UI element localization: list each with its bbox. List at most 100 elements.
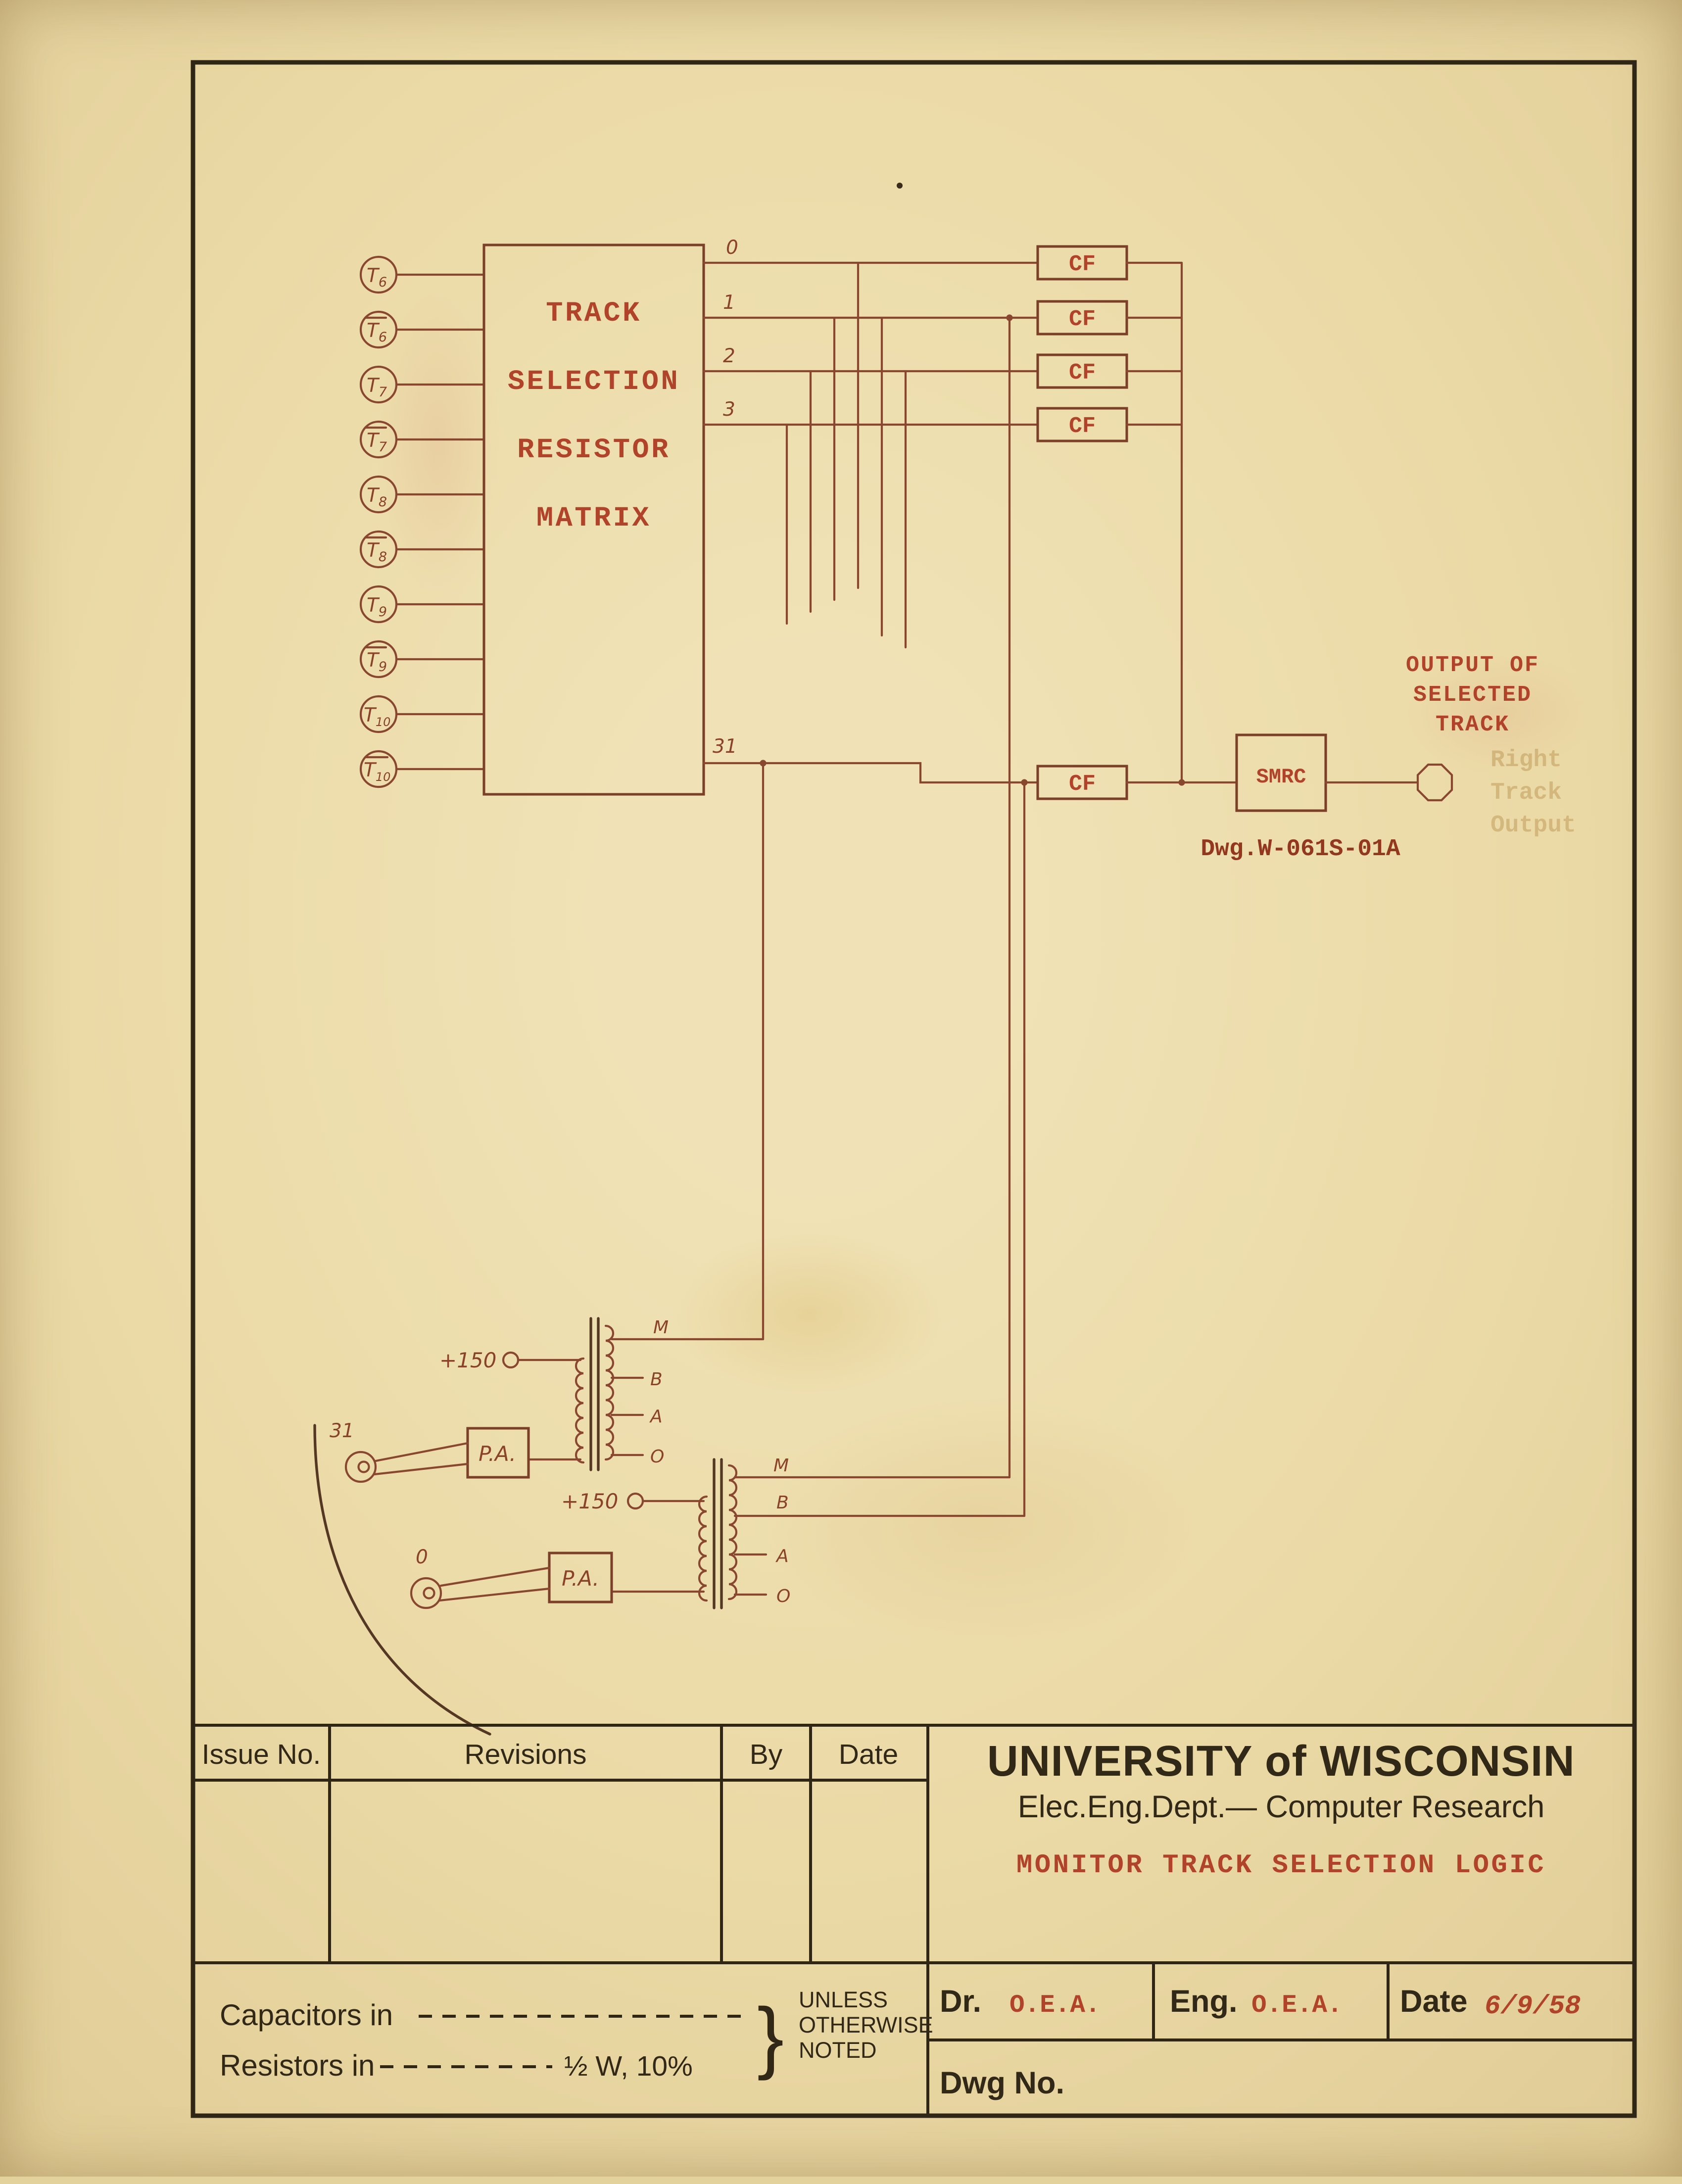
- ink-speck: [897, 183, 903, 189]
- title-block: Issue No. Revisions By Date UNIVERSITY o…: [193, 1724, 1634, 2116]
- bus-label-1: 1: [723, 291, 735, 314]
- terminal-t6: T6: [359, 255, 485, 294]
- smrc-output-stage: SMRC Dwg.W-061S-01A: [1125, 733, 1453, 863]
- matrix-label-2: SELECTION: [508, 366, 680, 398]
- head-31: [344, 1451, 377, 1483]
- terminal-t10-bar: T10: [359, 750, 485, 788]
- plus150-terminal: [626, 1492, 644, 1510]
- smrc-label: SMRC: [1256, 765, 1306, 789]
- secondary-coil: [727, 1464, 738, 1601]
- svg-text:T6: T6: [367, 320, 387, 345]
- bus-label-0: 0: [726, 237, 738, 259]
- drum-surface-arc: [313, 1424, 491, 1736]
- matrix-label-1: TRACK: [546, 298, 642, 330]
- junction-dot: [1178, 779, 1185, 786]
- svg-text:T7: T7: [367, 430, 387, 455]
- note-unless: UNLESS: [799, 1987, 888, 2012]
- matrix-output-wires: 0 1 2 3 31: [702, 237, 1039, 784]
- cf-label-3: CF: [1069, 414, 1096, 439]
- bus-label-3: 3: [723, 398, 735, 421]
- head-31-coil: [357, 1460, 370, 1473]
- junction-dot: [760, 760, 767, 767]
- date-field-value: 6/9/58: [1485, 1991, 1581, 2022]
- dwg-reference: Dwg.W-061S-01A: [1201, 836, 1400, 863]
- header-by: By: [750, 1739, 783, 1770]
- svg-text:T6: T6: [367, 265, 387, 290]
- output-caption: OUTPUT OF SELECTED TRACK: [1406, 653, 1538, 737]
- header-revisions: Revisions: [464, 1739, 586, 1770]
- pa-box-1: [466, 1427, 530, 1479]
- tap-label-o: O: [776, 1586, 790, 1606]
- drawing-title: MONITOR TRACK SELECTION LOGIC: [1016, 1850, 1546, 1881]
- tolerance-note: ½ W, 10%: [564, 2050, 693, 2082]
- preamp-1-head-31: P.A. 31: [330, 1420, 530, 1483]
- matrix-label-3: RESISTOR: [517, 435, 671, 466]
- cf-label-2: CF: [1069, 360, 1096, 386]
- secondary-coil: [604, 1324, 615, 1461]
- svg-text:T8: T8: [367, 485, 387, 510]
- svg-text:T7: T7: [367, 375, 387, 400]
- note-noted: NOTED: [799, 2038, 877, 2063]
- svg-text:T10: T10: [364, 759, 390, 784]
- selected-track-output-terminal: [1416, 763, 1453, 802]
- vertical-runs: [760, 314, 1028, 1517]
- svg-text:T9: T9: [367, 649, 387, 675]
- tap-label-b: B: [650, 1369, 663, 1390]
- head-0: [410, 1577, 442, 1609]
- tap-label-o: O: [650, 1447, 664, 1467]
- tap-label-m: M: [653, 1317, 669, 1338]
- cf-label-31: CF: [1069, 772, 1096, 797]
- head-0-label: 0: [416, 1546, 428, 1568]
- tap-label-a: A: [649, 1407, 663, 1427]
- bus-label-2: 2: [723, 345, 735, 367]
- svg-text:T9: T9: [367, 594, 387, 620]
- tap-label-a: A: [775, 1546, 789, 1566]
- ghost-typed-text: Right Track Output: [1490, 747, 1576, 839]
- output-caption-3: TRACK: [1436, 712, 1510, 737]
- department-line: Elec.Eng.Dept.— Computer Research: [1018, 1790, 1544, 1824]
- pa-label-2: P.A.: [562, 1566, 599, 1591]
- matrix-label-4: MATRIX: [536, 503, 651, 534]
- plus150-terminal: [502, 1351, 520, 1369]
- plus150-label: +150: [439, 1348, 496, 1372]
- date-field-label: Date: [1400, 1984, 1468, 2019]
- sheet-border: [191, 60, 1637, 2118]
- header-date: Date: [839, 1739, 898, 1770]
- tap-label-b: B: [776, 1493, 789, 1513]
- cf-label-0: CF: [1069, 252, 1096, 277]
- drawn-by-value: O.E.A.: [1009, 1991, 1101, 2020]
- preamp-2-head-0: P.A. 0: [410, 1546, 613, 1609]
- terminal-t7: T7: [359, 365, 485, 404]
- input-terminals: T6 T6 T7 T7 T8 T8 T9: [359, 255, 485, 788]
- smrc-box: [1235, 733, 1327, 812]
- header-issue-no: Issue No.: [202, 1739, 321, 1770]
- capacitors-note: Capacitors in: [220, 1998, 393, 2032]
- plus150-label: +150: [561, 1489, 618, 1513]
- bus-label-31: 31: [713, 735, 737, 758]
- engineer-value: O.E.A.: [1251, 1991, 1343, 2020]
- resistors-note: Resistors in: [220, 2049, 375, 2082]
- transformer-1: M B A O +150: [439, 1317, 765, 1471]
- svg-text:T8: T8: [367, 539, 387, 565]
- drawn-by-label: Dr.: [940, 1984, 981, 2019]
- svg-text:T10: T10: [364, 704, 390, 729]
- pa-box-2: [548, 1552, 613, 1603]
- ghost-line-3: Output: [1490, 812, 1576, 839]
- transformer-2: M B A O +150: [561, 1456, 1026, 1609]
- terminal-t8-bar: T8: [359, 530, 485, 569]
- output-caption-2: SELECTED: [1413, 682, 1532, 708]
- university-name: UNIVERSITY of WISCONSIN: [987, 1737, 1575, 1785]
- engineer-label: Eng.: [1170, 1984, 1238, 2019]
- cf-label-1: CF: [1069, 307, 1096, 332]
- terminal-t6-bar: T6: [359, 310, 485, 349]
- ghost-line-1: Right: [1490, 747, 1562, 774]
- terminal-t9: T9: [359, 585, 485, 624]
- junction-dot: [1021, 779, 1028, 786]
- primary-coil: [698, 1495, 708, 1602]
- note-otherwise: OTHERWISE: [799, 2012, 933, 2038]
- primary-coil: [575, 1357, 585, 1464]
- pa-label-1: P.A.: [479, 1442, 516, 1466]
